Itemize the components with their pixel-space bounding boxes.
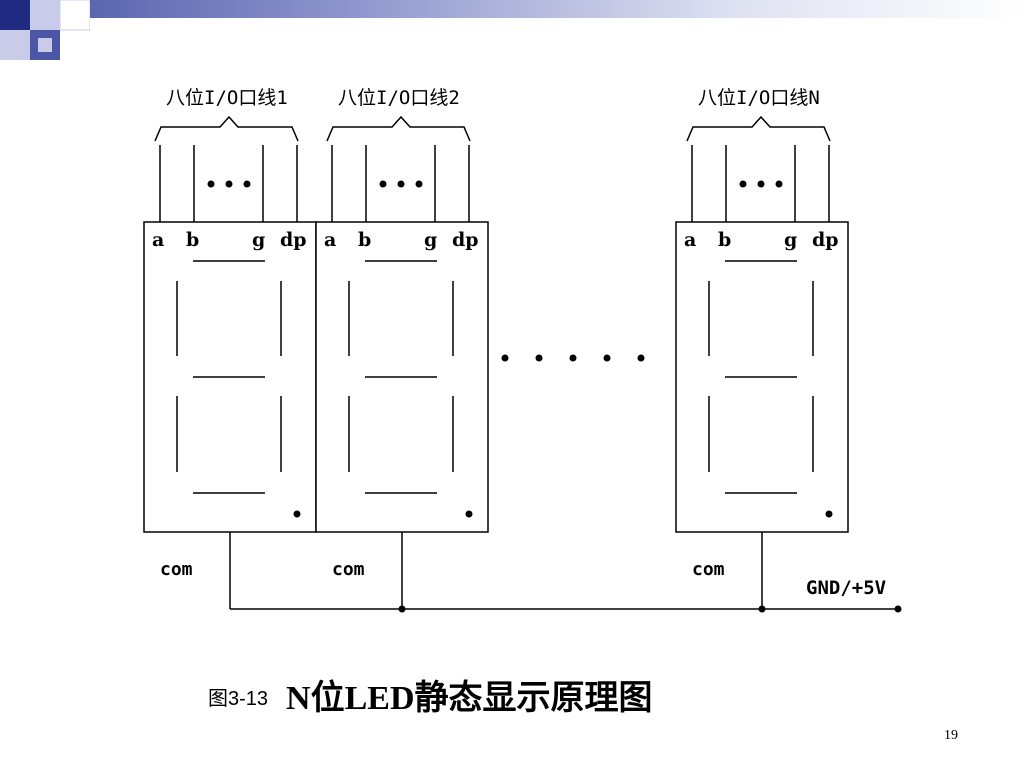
io-brace [326,115,471,142]
bus-label: GND/+5V [806,577,886,599]
pin-label: g [784,229,797,251]
com-label: com [332,559,365,580]
com-label: com [692,559,725,580]
com-label: com [160,559,193,580]
pin-label: dp [280,229,307,251]
pin-label: a [324,229,336,251]
io-brace [154,115,299,142]
decimal-point [465,510,473,518]
ellipsis-dot [603,354,611,362]
caption-title: N位LED静态显示原理图 [286,680,653,717]
page-number: 19 [944,728,958,743]
pin-label: a [684,229,696,251]
deco-square [0,30,30,60]
pin-label: dp [452,229,479,251]
deco-square [30,0,60,30]
bus-junctions [398,605,902,613]
io-brace [686,115,831,142]
common-bus [229,532,898,610]
pin-label: b [358,229,371,251]
figure-caption: 图3-13 N位LED静态显示原理图 [208,670,653,719]
io-ellipsis-dot [225,180,233,188]
pin-label: b [186,229,199,251]
decimal-point [825,510,833,518]
junction-dot [894,605,902,613]
io-ellipsis-dot [207,180,215,188]
io-ellipsis-dot [739,180,747,188]
pin-label: b [718,229,731,251]
io-ellipsis-dot [397,180,405,188]
deco-square [59,0,90,31]
io-group-label: 八位I/O口线1 [166,87,288,109]
io-group-label: 八位I/O口线2 [338,87,460,109]
io-ellipsis-dot [757,180,765,188]
io-ellipsis-dot [415,180,423,188]
header-gradient-bar [0,0,1024,18]
io-ellipsis-dot [379,180,387,188]
pin-label: g [424,229,437,251]
ellipsis-dot [637,354,645,362]
pin-label: dp [812,229,839,251]
slide-decoration [0,0,90,60]
caption-prefix: 图3-13 [208,688,269,710]
pin-label: a [152,229,164,251]
pin-label: g [252,229,265,251]
io-group-label: 八位I/O口线N [698,87,820,109]
io-ellipsis-dot [243,180,251,188]
ellipsis-dot [569,354,577,362]
io-ellipsis-dot [775,180,783,188]
deco-square [8,8,22,22]
ellipsis-dot [501,354,509,362]
ellipsis-dot [535,354,543,362]
ellipsis-between-digits [501,354,645,362]
junction-dot [758,605,766,613]
junction-dot [398,605,406,613]
deco-square [38,38,52,52]
decimal-point [293,510,301,518]
